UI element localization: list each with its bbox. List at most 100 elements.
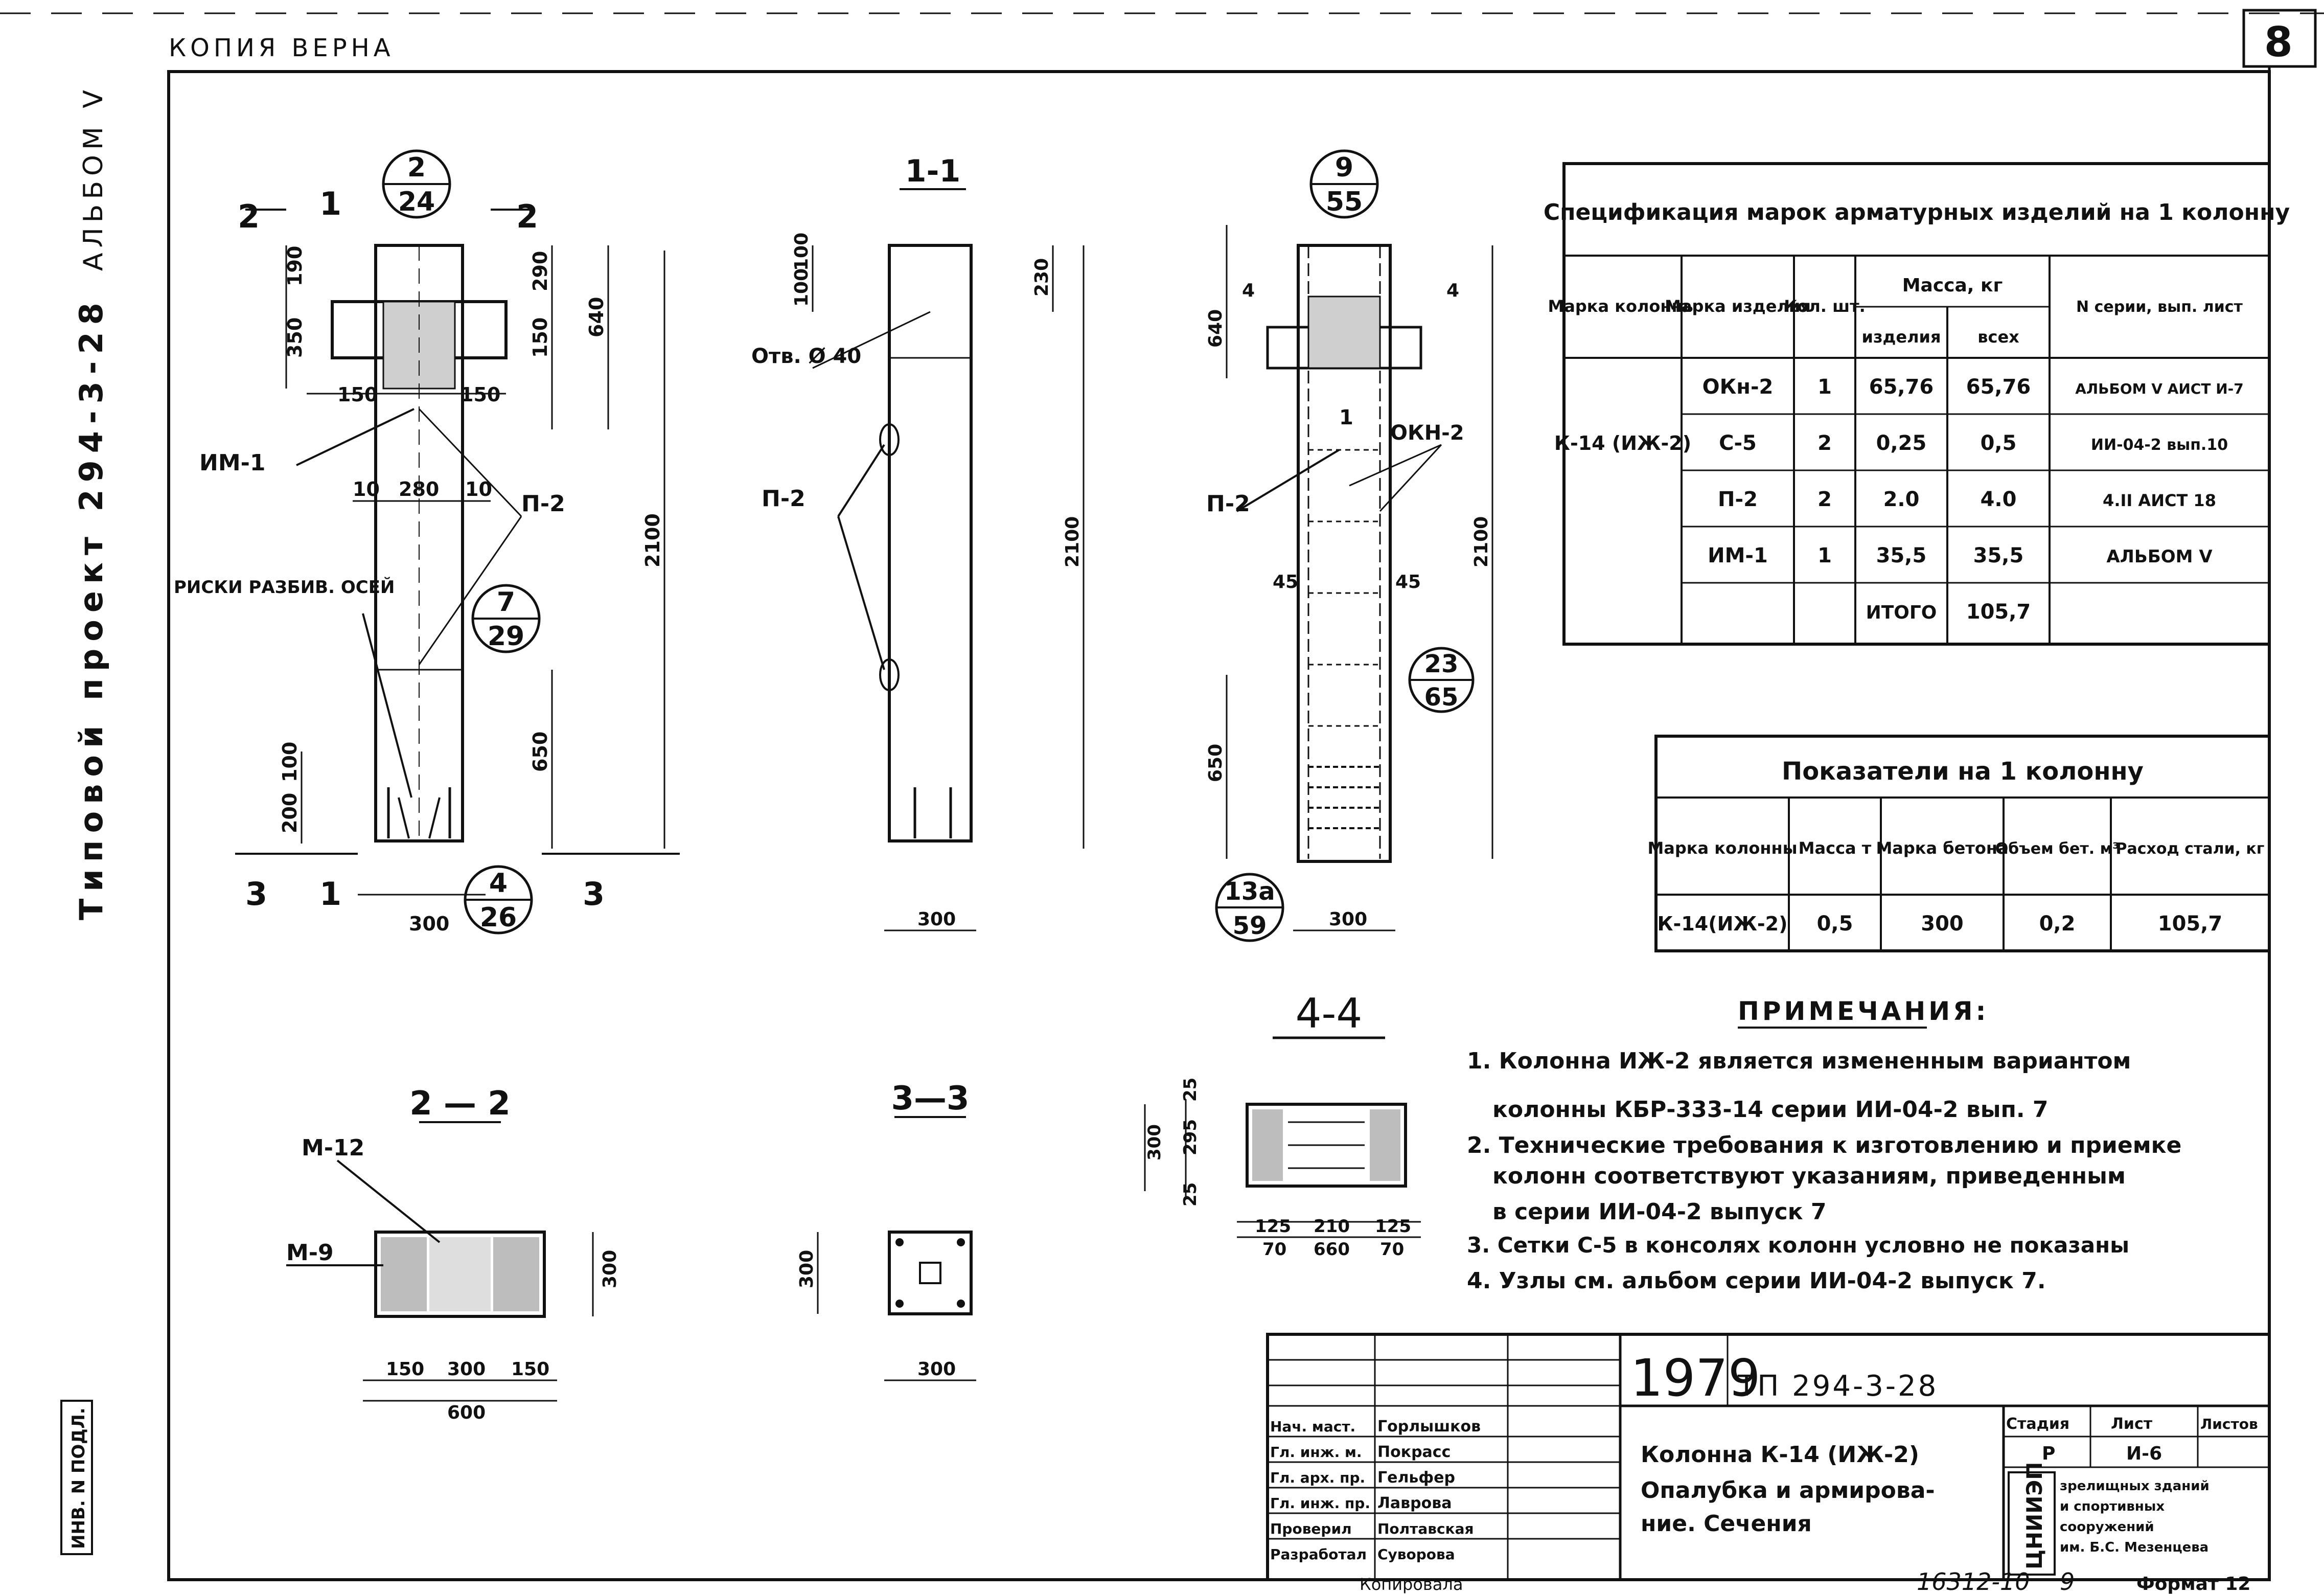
note-line: 3. Сетки С-5 в консолях колонн условно н… (1467, 1233, 2129, 1258)
section-mark: 2 (516, 198, 538, 235)
cell: 65,76 (1966, 375, 2031, 399)
cell: 2 (1817, 488, 1832, 511)
dim: 10 (465, 478, 492, 500)
section-mark: 1 (319, 875, 341, 913)
label-im1: ИМ-1 (199, 450, 266, 476)
callout-num: 2 (407, 152, 426, 183)
dim: 600 (447, 1402, 486, 1423)
person-name: Суворова (1377, 1546, 1455, 1563)
header-cell: Кол. шт. (1784, 297, 1866, 316)
dim: 300 (447, 1359, 486, 1380)
callout-num: 7 (497, 587, 515, 618)
dim: 150 (386, 1359, 424, 1380)
dim: 4 (1242, 280, 1255, 301)
total-value: 105,7 (1966, 600, 2031, 624)
person-name: Полтавская (1377, 1520, 1474, 1537)
project-label: Типовой проект 294-3-28 (73, 295, 110, 920)
callout-top: 2 24 (382, 149, 451, 219)
section-2-2 (286, 1159, 594, 1402)
header-cell: N серии, вып. лист (2076, 298, 2243, 316)
dim: 650 (529, 732, 551, 772)
header-cell: Расход стали, кг (2116, 840, 2265, 858)
dim: 100 (791, 233, 812, 271)
column-elevation (235, 209, 680, 896)
album-label: АЛЬБОМ V (78, 85, 109, 271)
header-cell: Объем бет. м³ (1995, 840, 2120, 858)
sheet-label: Лист (2111, 1415, 2153, 1433)
cell: 0,5 (1817, 912, 1853, 936)
notes-title: ПРИМЕЧАНИЯ: (1738, 996, 1989, 1026)
role: Гл. инж. пр. (1270, 1495, 1370, 1512)
elevation-labels: ИМ-1 П-2 РИСКИ РАЗБИВ. ОСЕЙ (174, 450, 565, 598)
dim: 190 (284, 246, 306, 286)
cell: 1 (1817, 375, 1832, 399)
dim: 2100 (1062, 516, 1083, 567)
stage-label: Стадия (2006, 1415, 2069, 1433)
callout-num: 13а (1224, 877, 1275, 906)
cell: 65,76 (1869, 375, 1934, 399)
label-p2: П-2 (1206, 491, 1250, 517)
note-line: 2. Технические требования к изготовлению… (1467, 1132, 2181, 1158)
header-cell: Марка изделия (1665, 297, 1811, 316)
cell: К-14(ИЖ-2) (1658, 913, 1788, 935)
spec-table-text: Спецификация марок арматурных изделий на… (1544, 199, 2290, 624)
header-cell: Марка бетона (1876, 838, 2008, 858)
dim: 210 (1314, 1216, 1350, 1237)
callout-9: 9 55 (1309, 149, 1379, 219)
callout-den: 55 (1326, 187, 1363, 217)
callout-den: 26 (480, 902, 517, 933)
sheet-seq: 9 (2060, 1568, 2075, 1594)
callout-23: 23 65 (1408, 647, 1475, 713)
cell: ИМ-1 (1708, 544, 1768, 567)
dim: 2100 (1471, 516, 1492, 567)
cell: 2.0 (1883, 488, 1920, 511)
dim: 230 (1031, 258, 1052, 297)
dim: 4 (1446, 280, 1459, 301)
section-1-1 (812, 188, 1085, 931)
dim: 100 (791, 268, 812, 307)
label-p2: П-2 (521, 491, 565, 517)
cell: 300 (1921, 912, 1964, 936)
dim: 2100 (641, 513, 664, 567)
org-line: и спортивных (2060, 1499, 2165, 1514)
section-1-1-dims: 100 100 230 2100 300 (791, 233, 1083, 930)
section-reinforcement (1226, 225, 1493, 931)
org-line: им. Б.С. Мезенцева (2060, 1540, 2208, 1555)
dim: 100 (279, 742, 301, 782)
header-cell: Марка колонны (1647, 838, 1797, 858)
dim: 150 (460, 383, 500, 406)
header-cell: Масса, кг (1902, 275, 2003, 296)
sheet-frame (0, 9, 2324, 1581)
callout-mid: 7 29 (471, 584, 541, 653)
label-p2: П-2 (762, 486, 806, 512)
drawing-title: Опалубка и армирова- (1641, 1477, 1935, 1504)
cell: 35,5 (1876, 544, 1927, 567)
dim: 300 (600, 1250, 620, 1288)
section-mark: 1 (319, 185, 341, 222)
dim: 300 (409, 913, 449, 935)
dim: 300 (1329, 909, 1367, 930)
dim: 640 (1205, 309, 1226, 348)
project-code: ТП 294-3-28 (1737, 1370, 1938, 1403)
dim: 10 (353, 478, 380, 500)
person-name: Покрасс (1377, 1443, 1451, 1461)
cell: ОКн-2 (1702, 375, 1774, 399)
dim: 290 (529, 251, 551, 291)
role: Проверил (1270, 1520, 1352, 1537)
callout-num: 9 (1335, 152, 1353, 183)
dim: 25 (1180, 1182, 1201, 1206)
column-mark: К-14 (ИЖ-2) (1554, 432, 1691, 454)
dim: 300 (796, 1250, 817, 1288)
total-label: ИТОГО (1866, 602, 1937, 623)
note-line: 1. Колонна ИЖ-2 является измененным вари… (1467, 1048, 2131, 1074)
dim: 150 (337, 383, 378, 406)
year: 1979 (1630, 1348, 1761, 1408)
indicators-table (1654, 735, 2271, 952)
section-2-2-dims: 150 300 150 600 300 (386, 1250, 620, 1423)
note-line: 4. Узлы см. альбом серии ИИ-04-2 выпуск … (1467, 1268, 2046, 1294)
section-title-2-2: 2 — 2 (409, 1085, 511, 1123)
section-4-4 (1144, 1099, 1421, 1238)
note-line: колонны КБР-333-14 серии ИИ-04-2 вып. 7 (1492, 1097, 2049, 1123)
drawing-title: ние. Сечения (1641, 1511, 1812, 1537)
